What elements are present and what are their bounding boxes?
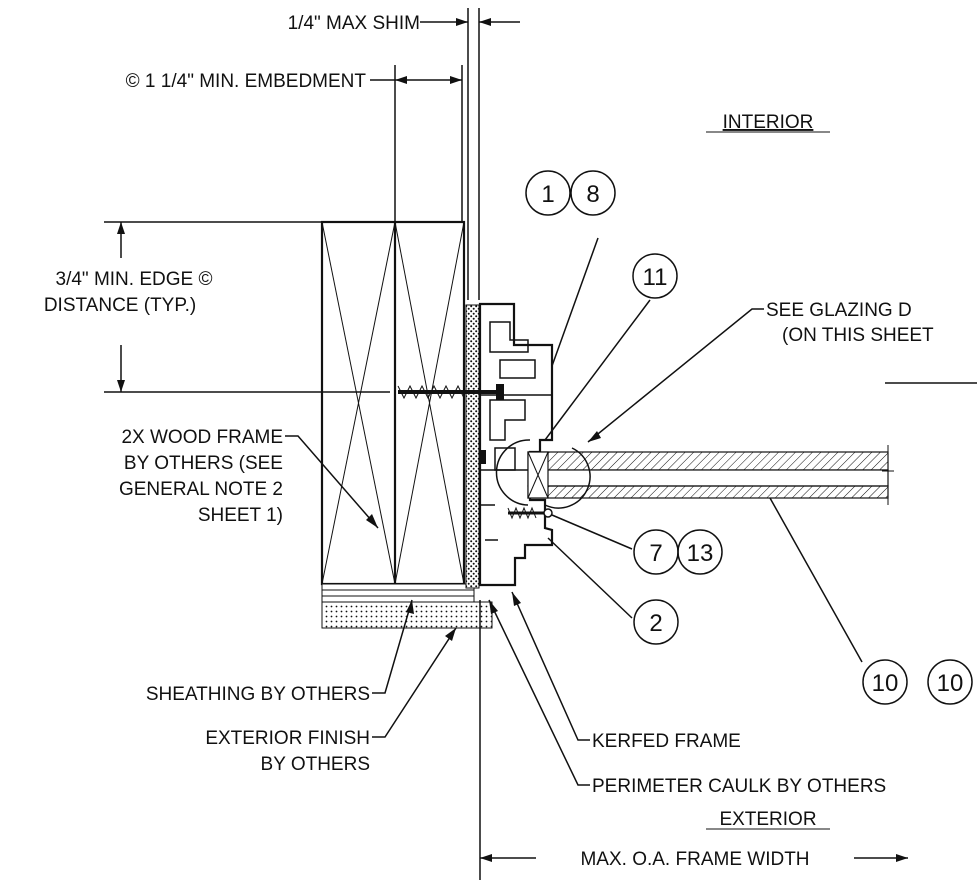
label-wood-frame-2: BY OTHERS (SEE [124, 453, 283, 474]
label-edge-distance-2: DISTANCE (TYP.) [44, 295, 196, 316]
glazing-unit [527, 445, 894, 505]
wood-frame [320, 220, 466, 586]
label-wood-frame-3: GENERAL NOTE 2 [119, 479, 283, 500]
label-exterior-finish-2: BY OTHERS [261, 754, 370, 775]
leaders [285, 237, 863, 786]
label-sheathing: SHEATHING BY OTHERS [146, 684, 370, 705]
shim-strip [465, 304, 480, 589]
label-wood-frame-1: 2X WOOD FRAME [121, 427, 283, 448]
label-glazing-ref-2: (ON THIS SHEET [782, 325, 934, 346]
callout-11: 11 [632, 253, 678, 299]
label-exterior-finish-1: EXTERIOR FINISH [205, 728, 370, 749]
label-wood-frame-4: SHEET 1) [198, 505, 283, 526]
callout-13: 13 [677, 529, 723, 575]
callout-8: 8 [570, 170, 616, 216]
shim-dimension [420, 8, 520, 300]
svg-text:7: 7 [649, 540, 662, 567]
label-kerfed-frame: KERFED FRAME [592, 731, 741, 752]
exterior-finish [321, 601, 493, 629]
glazing-bead-screw [507, 506, 553, 520]
callout-10-a: 10 [862, 659, 908, 705]
label-embedment: © 1 1/4" MIN. EMBEDMENT [126, 71, 367, 92]
edge-distance-dimension [104, 221, 390, 393]
label-perimeter-caulk: PERIMETER CAULK BY OTHERS [592, 776, 886, 797]
svg-text:10: 10 [937, 670, 964, 697]
callout-10-b: 10 [927, 659, 973, 705]
label-edge-distance-1: 3/4" MIN. EDGE © [56, 269, 213, 290]
label-max-shim: 1/4" MAX SHIM [288, 13, 420, 34]
callout-1: 1 [525, 170, 571, 216]
label-glazing-ref-1: SEE GLAZING D [766, 300, 912, 321]
svg-text:2: 2 [649, 610, 662, 637]
svg-text:8: 8 [586, 181, 599, 208]
frame-width-dimension [479, 600, 908, 880]
label-frame-width: MAX. O.A. FRAME WIDTH [580, 849, 809, 870]
glazing-detail-circle [544, 447, 591, 509]
svg-text:11: 11 [643, 264, 668, 291]
svg-text:10: 10 [872, 670, 899, 697]
svg-text:1: 1 [541, 181, 554, 208]
embedment-dimension [370, 65, 463, 222]
label-interior: INTERIOR [723, 112, 814, 133]
callout-7: 7 [633, 529, 679, 575]
svg-text:13: 13 [687, 540, 714, 567]
window-frame-profile [478, 302, 554, 587]
callout-2: 2 [633, 599, 679, 645]
sheathing [321, 583, 475, 603]
label-exterior: EXTERIOR [719, 809, 816, 830]
anchor-screw [397, 384, 504, 400]
